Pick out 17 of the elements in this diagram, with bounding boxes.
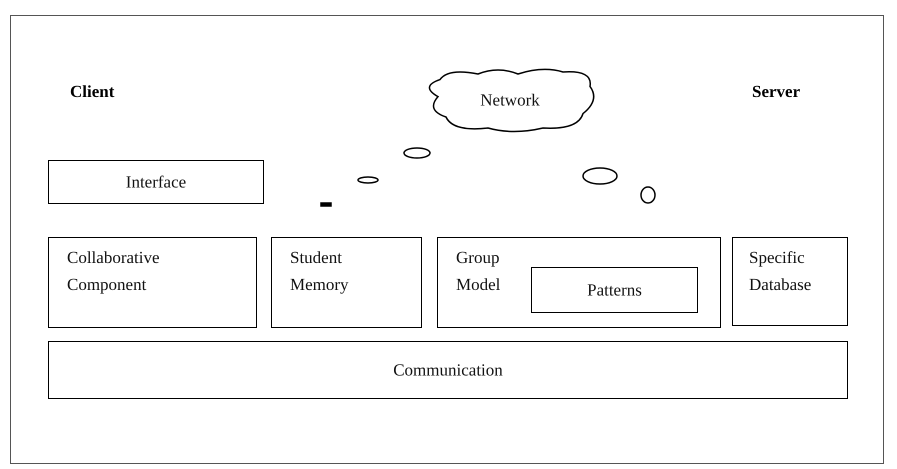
component-label: Collaborative Component (67, 247, 161, 296)
component-label: Student Memory (290, 247, 350, 296)
component-label: Communication (392, 360, 504, 382)
component-label: Network (479, 90, 541, 112)
component-box (531, 267, 698, 313)
component-label: Patterns (586, 280, 643, 302)
section-heading: Server (752, 82, 800, 102)
component-box (732, 237, 848, 326)
component-box (271, 237, 422, 328)
component-label: Interface (124, 172, 188, 194)
component-box (48, 237, 257, 328)
component-box (437, 237, 721, 328)
component-label: Group Model (456, 247, 502, 296)
section-heading: Client (70, 82, 114, 102)
component-box (48, 341, 848, 399)
component-box (48, 160, 264, 204)
component-label: Specific Database (749, 247, 812, 296)
